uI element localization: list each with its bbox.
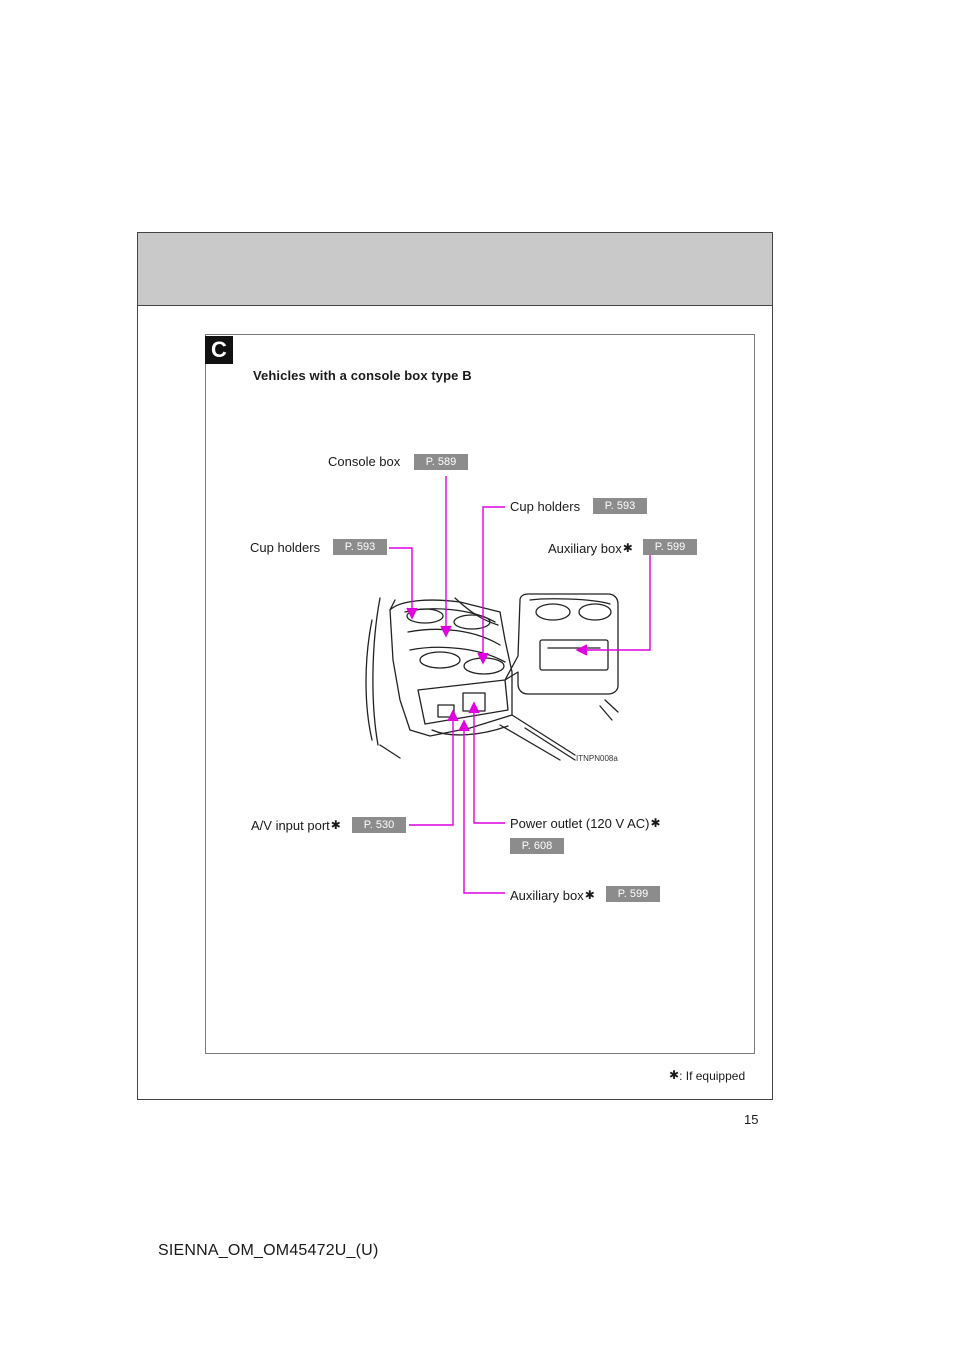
- power-outlet-page-ref: P. 608: [510, 838, 564, 854]
- console-box-page-ref: P. 589: [414, 454, 468, 470]
- auxiliary-box-top-label: Auxiliary box✱: [548, 541, 633, 556]
- cup-holders-left-label: Cup holders: [250, 540, 321, 555]
- section-letter-badge: C: [205, 336, 233, 364]
- auxiliary-box-bottom-page-ref: P. 599: [606, 886, 660, 902]
- page-frame: [137, 232, 773, 1100]
- power-outlet-label: Power outlet (120 V AC)✱: [510, 816, 661, 831]
- cup-holders-right-page-ref: P. 593: [593, 498, 647, 514]
- figure-box: [205, 334, 755, 1054]
- figure-subtitle: Vehicles with a console box type B: [253, 368, 472, 383]
- cup-holders-right-label: Cup holders: [510, 499, 581, 514]
- header-band: [138, 233, 772, 306]
- auxiliary-box-top-page-ref: P. 599: [643, 539, 697, 555]
- console-box-label: Console box: [328, 454, 401, 469]
- cup-holders-left-page-ref: P. 593: [333, 539, 387, 555]
- av-input-port-label: A/V input port✱: [251, 818, 341, 833]
- footnote: ✱: If equipped: [669, 1068, 746, 1083]
- page-number: 15: [744, 1112, 759, 1127]
- av-input-port-page-ref: P. 530: [352, 817, 406, 833]
- asterisk-icon: ✱: [669, 1068, 680, 1082]
- asterisk-icon: ✱: [584, 888, 595, 902]
- figure-code: ITNPN008a: [576, 754, 618, 763]
- asterisk-icon: ✱: [622, 541, 633, 555]
- asterisk-icon: ✱: [650, 816, 661, 830]
- auxiliary-box-bottom-label: Auxiliary box✱: [510, 888, 595, 903]
- asterisk-icon: ✱: [330, 818, 341, 832]
- document-id: SIENNA_OM_OM45472U_(U): [158, 1242, 379, 1259]
